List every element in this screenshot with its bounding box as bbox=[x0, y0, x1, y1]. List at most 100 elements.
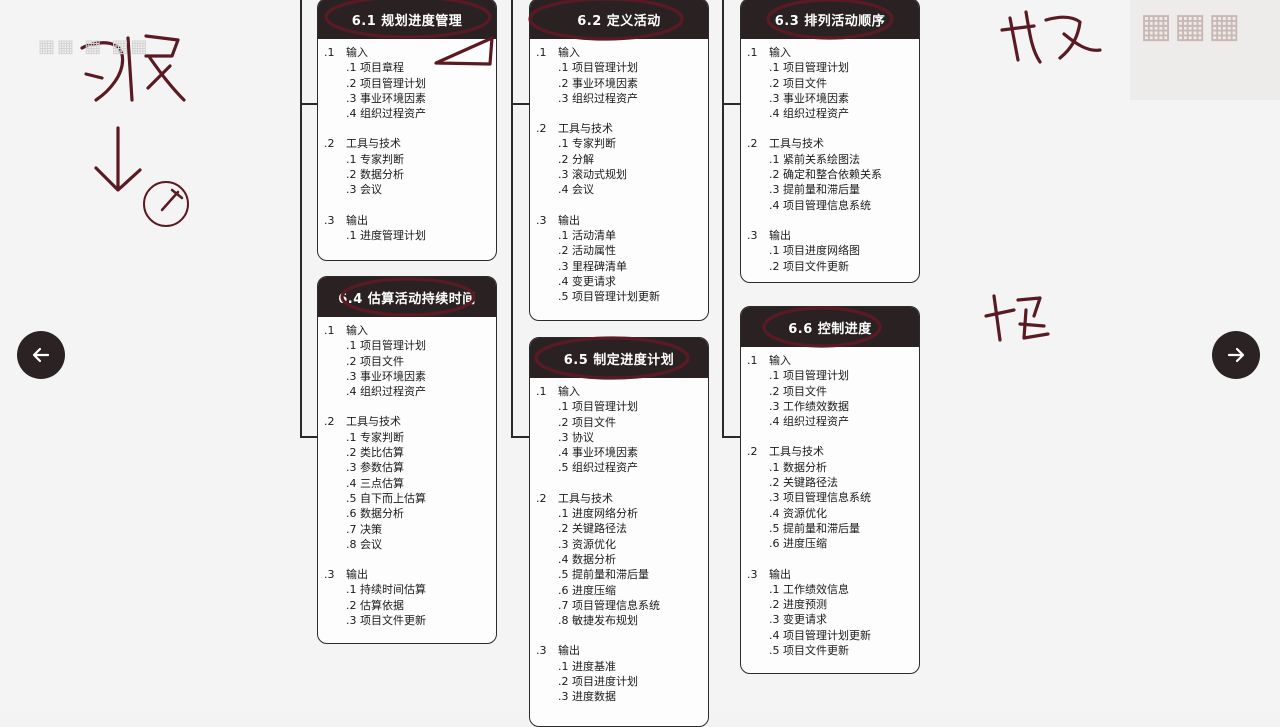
item-text: 项目管理计划更新 bbox=[572, 290, 660, 304]
item-text: 参数估算 bbox=[360, 461, 404, 475]
section-number: .1 bbox=[324, 46, 335, 59]
item-number: .3 bbox=[346, 91, 357, 105]
item-text: 项目文件更新 bbox=[783, 644, 849, 658]
item-text: 提前量和滞后量 bbox=[783, 183, 860, 197]
item-number: .3 bbox=[346, 614, 357, 628]
connector-line bbox=[722, 0, 724, 437]
item-number: .1 bbox=[769, 582, 780, 596]
item-number: .3 bbox=[558, 168, 569, 182]
section-label: 工具与技术 bbox=[558, 122, 613, 136]
item-number: .4 bbox=[769, 415, 780, 429]
process-title: 6.1 规划进度管理 bbox=[318, 0, 496, 39]
item-number: .7 bbox=[346, 522, 357, 536]
item-text: 数据分析 bbox=[360, 168, 404, 182]
section-label: 工具与技术 bbox=[769, 445, 824, 459]
next-slide-button[interactable] bbox=[1212, 331, 1260, 379]
item-number: .4 bbox=[346, 385, 357, 399]
item-number: .1 bbox=[769, 61, 780, 75]
connector-line bbox=[300, 103, 318, 105]
section-heading: .2 工具与技术 bbox=[747, 444, 919, 459]
section-label: 工具与技术 bbox=[346, 415, 401, 429]
item-text: 项目文件 bbox=[783, 76, 827, 90]
prev-slide-button[interactable] bbox=[17, 331, 65, 379]
section-number: .2 bbox=[536, 491, 547, 505]
item-text: 事业环境因素 bbox=[360, 369, 426, 383]
item-text: 会议 bbox=[360, 183, 382, 197]
item-number: .2 bbox=[558, 522, 569, 536]
item-text: 专家判断 bbox=[360, 430, 404, 444]
section-number: .2 bbox=[747, 137, 758, 151]
item-number: .4 bbox=[558, 552, 569, 566]
item-text: 专家判断 bbox=[572, 137, 616, 151]
item-text: 项目进度计划 bbox=[572, 675, 638, 689]
item-number: .1 bbox=[558, 61, 569, 75]
section-label: 输出 bbox=[558, 213, 580, 227]
item-number: .1 bbox=[769, 460, 780, 474]
item-number: .2 bbox=[769, 598, 780, 612]
item-text: 项目管理计划 bbox=[783, 61, 849, 75]
item-text: 活动清单 bbox=[572, 228, 616, 242]
connector-line bbox=[722, 103, 740, 105]
item-number: .1 bbox=[769, 244, 780, 258]
item-text: 进度管理计划 bbox=[360, 228, 426, 242]
item-text: 紧前关系绘图法 bbox=[783, 152, 860, 166]
process-title: 6.5 制定进度计划 bbox=[530, 338, 708, 378]
arrow-right-icon bbox=[1227, 347, 1245, 363]
section-label: 输出 bbox=[769, 567, 791, 581]
item-number: .2 bbox=[346, 354, 357, 368]
item-text: 进度基准 bbox=[572, 659, 616, 673]
item-number: .2 bbox=[558, 415, 569, 429]
item-number: .5 bbox=[769, 521, 780, 535]
item-text: 工作绩效数据 bbox=[783, 399, 849, 413]
item-text: 项目管理信息系统 bbox=[783, 198, 871, 212]
connector-line bbox=[300, 436, 318, 438]
item-text: 提前量和滞后量 bbox=[783, 521, 860, 535]
connector-line bbox=[722, 436, 740, 438]
process-title: 6.4 估算活动持续时间 bbox=[318, 277, 496, 317]
item-number: .8 bbox=[558, 614, 569, 628]
item-text: 事业环境因素 bbox=[572, 446, 638, 460]
item-text: 三点估算 bbox=[360, 476, 404, 490]
item-number: .4 bbox=[346, 476, 357, 490]
section-number: .2 bbox=[747, 445, 758, 459]
item-text: 协议 bbox=[572, 430, 594, 444]
item-text: 进度压缩 bbox=[783, 537, 827, 551]
